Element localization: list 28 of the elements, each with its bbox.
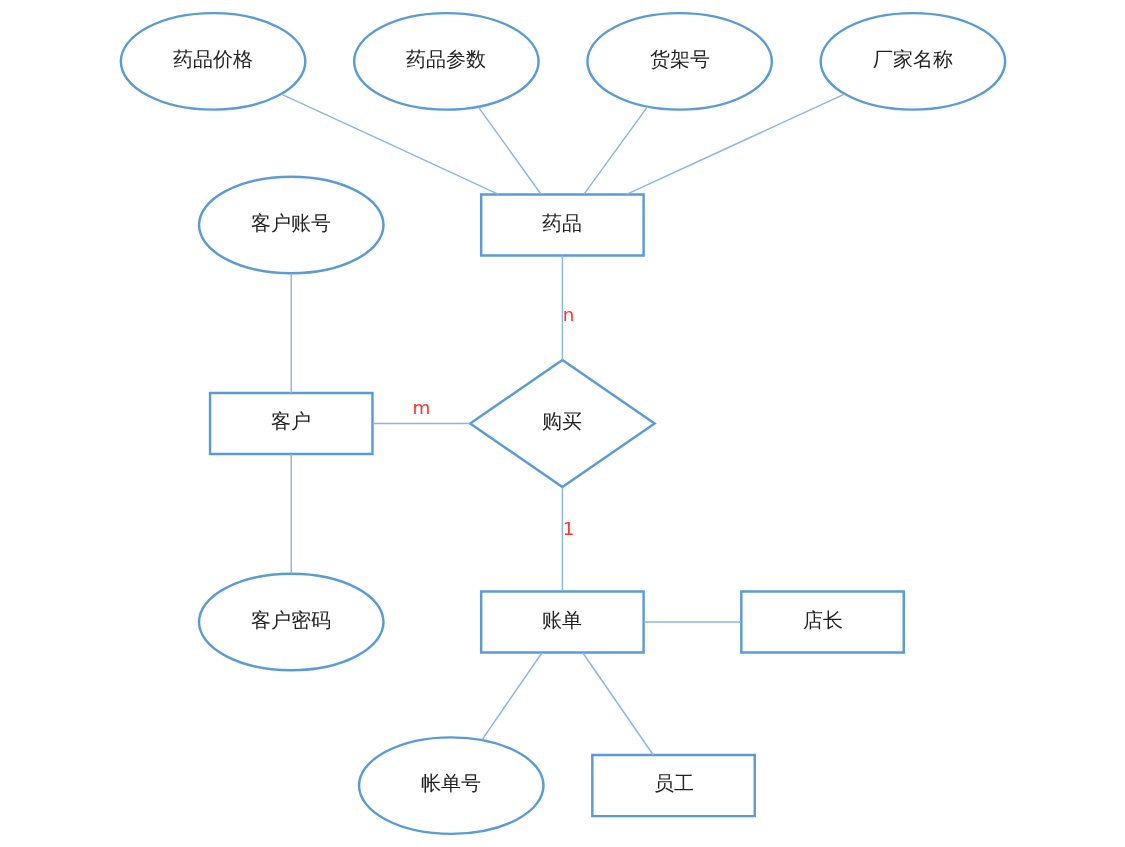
node-ellipse: 客户密码 — [197, 572, 385, 672]
node-ellipse: 货架号 — [585, 11, 773, 111]
node-ellipse: 帐单号 — [357, 736, 545, 836]
connector — [477, 106, 542, 195]
connector — [642, 621, 742, 623]
connector — [582, 105, 648, 195]
node-ellipse: 客户账号 — [197, 175, 385, 275]
node-ellipse: 药品参数 — [352, 11, 540, 111]
connector — [625, 93, 845, 196]
connector — [280, 93, 499, 196]
node-box: 药品 — [479, 193, 645, 257]
connector — [581, 652, 654, 756]
edge-label: n — [562, 303, 574, 325]
connector — [290, 453, 292, 575]
node-box: 客户 — [208, 391, 374, 456]
node-diamond: 购买 — [467, 358, 657, 489]
connector — [480, 652, 543, 741]
node-ellipse: 药品价格 — [119, 11, 307, 111]
connector — [371, 422, 471, 425]
node-box: 员工 — [590, 753, 756, 818]
connector — [290, 272, 292, 394]
edge-label: 1 — [562, 517, 574, 539]
connector — [561, 254, 563, 361]
node-ellipse: 厂家名称 — [819, 11, 1006, 111]
edge-label: m — [411, 396, 430, 418]
node-box: 店长 — [739, 590, 905, 654]
node-box: 账单 — [479, 590, 645, 654]
connector — [561, 486, 563, 592]
